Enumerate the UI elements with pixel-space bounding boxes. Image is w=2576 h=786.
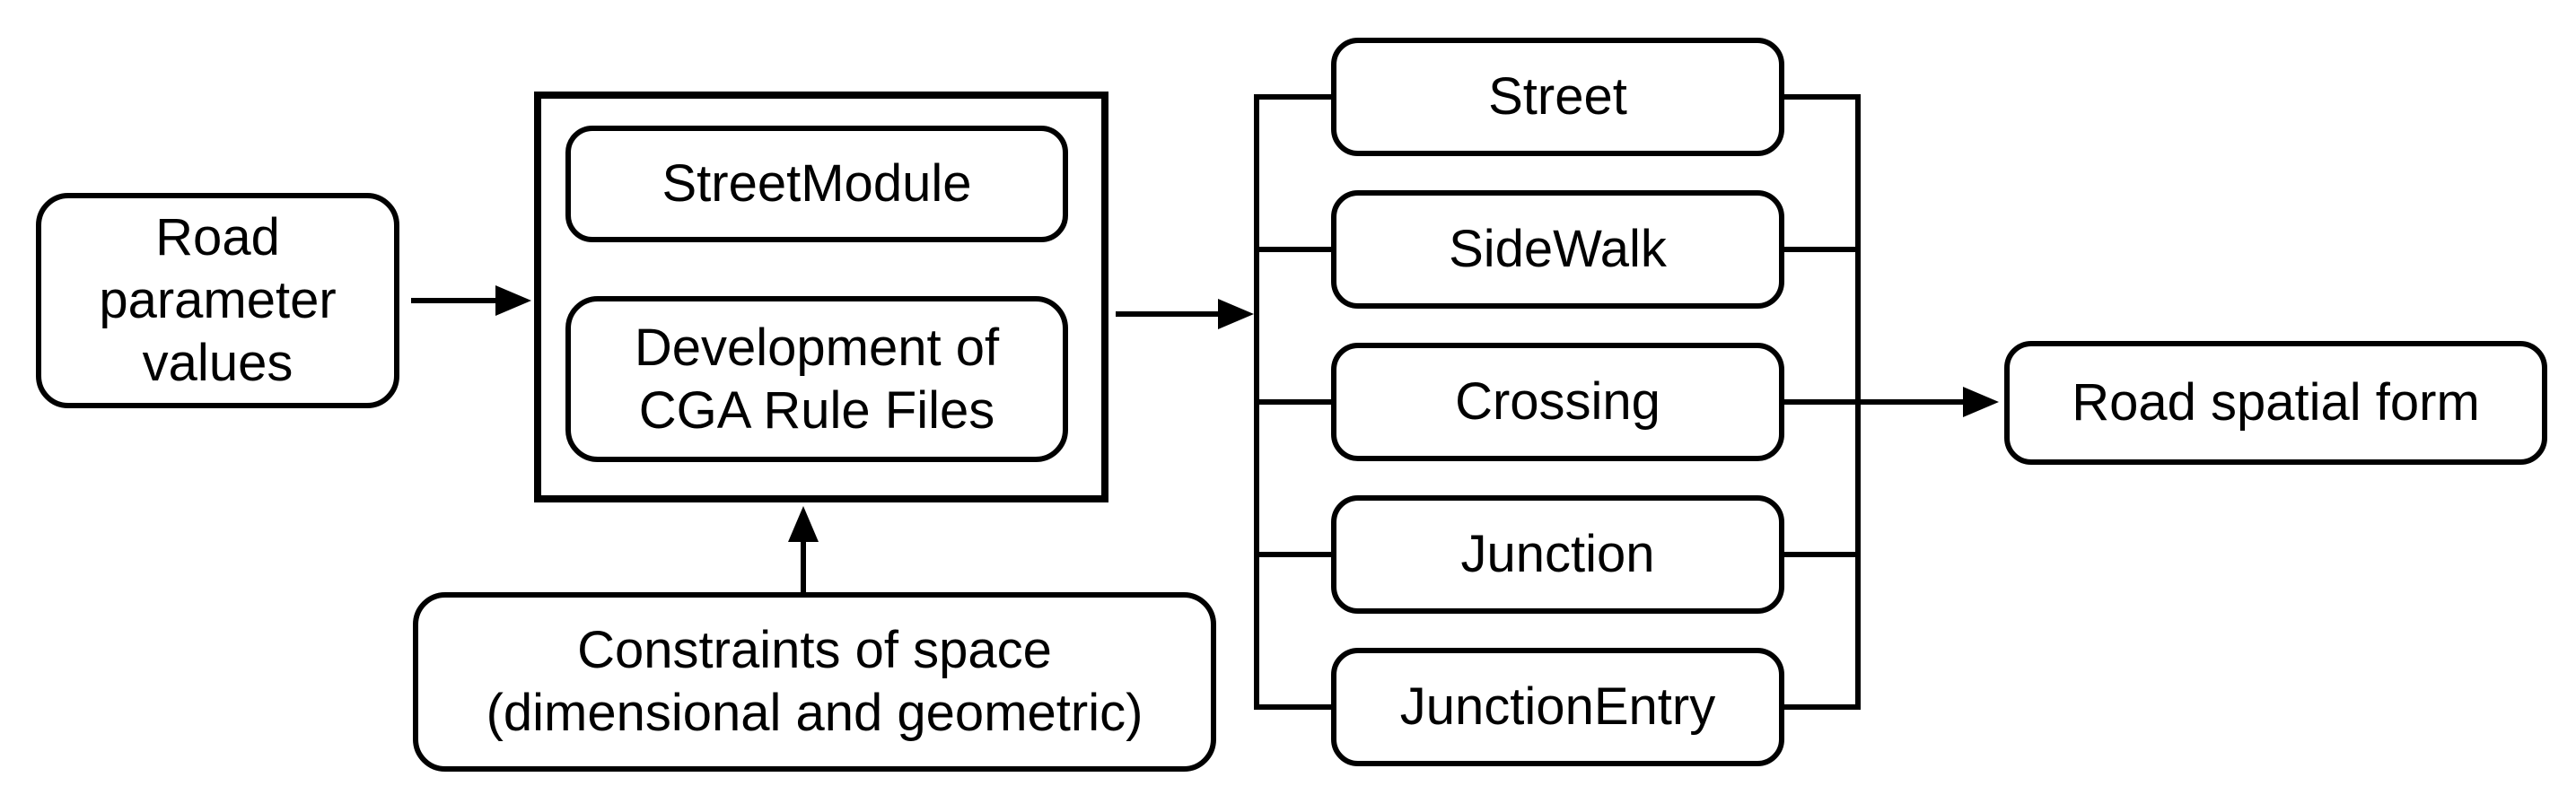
constraints-line-1: Constraints of space <box>577 621 1052 679</box>
output-sidewalk-label: SideWalk <box>1449 220 1667 278</box>
road-parameter-values-line-1: Road <box>155 208 280 266</box>
arrow-road-to-process-head <box>495 285 531 316</box>
cga-development-line-1: Development of <box>634 318 1000 377</box>
output-junctionentry-label: JunctionEntry <box>1399 677 1716 736</box>
street-module-box: StreetModule <box>565 126 1068 242</box>
arrow-outputs-to-result-head <box>1963 387 1999 417</box>
road-parameter-values-line-2: parameter <box>99 271 337 329</box>
arrow-process-to-outputs-shaft <box>1116 311 1222 317</box>
street-right-stub-line <box>1784 94 1858 100</box>
crossing-right-stub-line <box>1784 399 1858 405</box>
arrow-constraints-to-process-head <box>788 506 819 542</box>
arrow-outputs-to-result-shaft <box>1861 399 1967 405</box>
junctionentry-right-stub-line <box>1784 704 1858 710</box>
output-junction-label: Junction <box>1460 525 1655 583</box>
junctionentry-left-stub-line <box>1257 704 1331 710</box>
road-spatial-form-label: Road spatial form <box>2072 373 2480 432</box>
output-street-label: Street <box>1488 67 1627 126</box>
junction-left-stub-line <box>1257 552 1331 557</box>
street-module-label: StreetModule <box>662 154 972 213</box>
output-junctionentry-box: JunctionEntry <box>1331 648 1784 766</box>
sidewalk-right-stub-line <box>1784 247 1858 252</box>
sidewalk-left-stub-line <box>1257 247 1331 252</box>
arrow-road-to-process-shaft <box>411 298 499 303</box>
arrow-process-to-outputs-head <box>1218 299 1254 329</box>
junction-right-stub-line <box>1784 552 1858 557</box>
road-spatial-form-box: Road spatial form <box>2004 341 2547 465</box>
outputs-right-bracket-line <box>1855 94 1861 710</box>
output-junction-box: Junction <box>1331 495 1784 614</box>
crossing-left-stub-line <box>1257 399 1331 405</box>
street-left-stub-line <box>1257 94 1331 100</box>
cga-development-line-2: CGA Rule Files <box>638 380 995 440</box>
arrow-constraints-to-process-shaft <box>801 540 806 592</box>
output-sidewalk-box: SideWalk <box>1331 190 1784 309</box>
output-street-box: Street <box>1331 38 1784 156</box>
road-parameter-values-box: Road parameter values <box>36 193 399 408</box>
output-crossing-label: Crossing <box>1455 372 1660 431</box>
constraints-line-2: (dimensional and geometric) <box>486 684 1143 742</box>
constraints-of-space-box: Constraints of space (dimensional and ge… <box>413 592 1216 772</box>
road-parameter-values-line-3: values <box>142 334 294 392</box>
cga-development-box: Development of CGA Rule Files <box>565 296 1068 462</box>
output-crossing-box: Crossing <box>1331 343 1784 461</box>
